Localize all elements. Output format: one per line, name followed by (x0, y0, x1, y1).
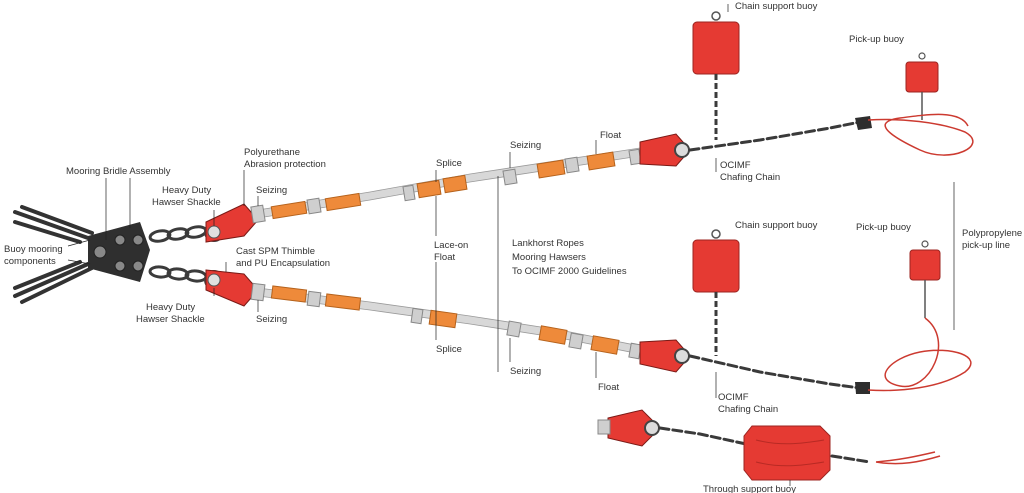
label-pick-up-buoy-top: Pick-up buoy (849, 34, 904, 45)
label-seizing-bottom-mid: Seizing (510, 366, 541, 377)
chain-support-buoy-top (692, 11, 740, 140)
label-ocimf-bottom-2: Chafing Chain (718, 404, 778, 415)
mooring-bridle-plate (88, 222, 150, 282)
through-support-buoy (743, 425, 831, 481)
chain-end-bottom (855, 382, 870, 394)
chafing-chain-bottom (688, 354, 862, 390)
label-through-support-buoy: Through support buoy (703, 484, 796, 493)
float-group-bottom-left (250, 282, 362, 311)
chain-third (658, 426, 872, 464)
leader-lines (67, 4, 955, 486)
label-splice-bottom: Splice (436, 344, 462, 355)
label-float-bottom: Float (598, 382, 619, 393)
pickup-line-bottom (867, 317, 972, 392)
label-buoy-mooring-1: Buoy mooring (4, 244, 63, 255)
label-polypropylene-2: pick-up line (962, 240, 1010, 251)
label-seizing-bottom-left: Seizing (256, 314, 287, 325)
bridle-chain-top (148, 225, 208, 243)
label-lace-on-1: Lace-on (434, 240, 468, 251)
label-lace-on-2: Float (434, 252, 455, 263)
label-heavy-duty-top-2: Hawser Shackle (152, 197, 221, 208)
label-lankhorst-2: Mooring Hawsers (512, 252, 586, 263)
float-group-bottom-right (506, 320, 642, 360)
chain-end-top (855, 116, 872, 130)
label-heavy-duty-bottom-1: Heavy Duty (146, 302, 195, 313)
label-float-top: Float (600, 130, 621, 141)
chafing-chain-top (688, 120, 862, 152)
label-mooring-bridle-assembly: Mooring Bridle Assembly (66, 166, 171, 177)
pickup-line-third (875, 451, 941, 465)
label-seizing-top-left: Seizing (256, 185, 287, 196)
label-heavy-duty-bottom-2: Hawser Shackle (136, 314, 205, 325)
label-polyurethane-2: Abrasion protection (244, 159, 326, 170)
label-chain-support-buoy-bottom: Chain support buoy (735, 220, 818, 231)
float-group-top-right (502, 148, 642, 186)
spm-thimble-third (607, 409, 661, 447)
label-seizing-top-mid: Seizing (510, 140, 541, 151)
lace-on-float-top (402, 174, 468, 202)
spm-thimble-bottom-right (639, 339, 691, 373)
label-ocimf-bottom-1: OCIMF (718, 392, 749, 403)
label-ocimf-top-1: OCIMF (720, 160, 751, 171)
label-splice-top: Splice (436, 158, 462, 169)
label-lankhorst-1: Lankhorst Ropes (512, 238, 584, 249)
pick-up-buoy-top (905, 52, 939, 120)
chain-support-buoy-bottom (692, 229, 740, 356)
pick-up-buoy-bottom (909, 240, 941, 318)
lace-on-float-bottom (410, 307, 458, 329)
bridle-chain-bottom (148, 265, 208, 283)
label-polyurethane-1: Polyurethane (244, 147, 300, 158)
label-heavy-duty-top-1: Heavy Duty (162, 185, 211, 196)
label-ocimf-top-2: Chafing Chain (720, 172, 780, 183)
label-cast-spm-1: Cast SPM Thimble (236, 246, 315, 257)
spm-thimble-top-right (639, 133, 691, 167)
label-buoy-mooring-2: components (4, 256, 56, 267)
label-pick-up-buoy-bottom: Pick-up buoy (856, 222, 911, 233)
label-chain-support-buoy-top: Chain support buoy (735, 1, 818, 12)
label-lankhorst-3: To OCIMF 2000 Guidelines (512, 266, 627, 277)
buoy-mooring-components (13, 205, 94, 304)
pickup-line-top (867, 113, 974, 156)
label-cast-spm-2: and PU Encapsulation (236, 258, 330, 269)
float-group-top-left (250, 192, 362, 224)
label-polypropylene-1: Polypropylene (962, 228, 1022, 239)
